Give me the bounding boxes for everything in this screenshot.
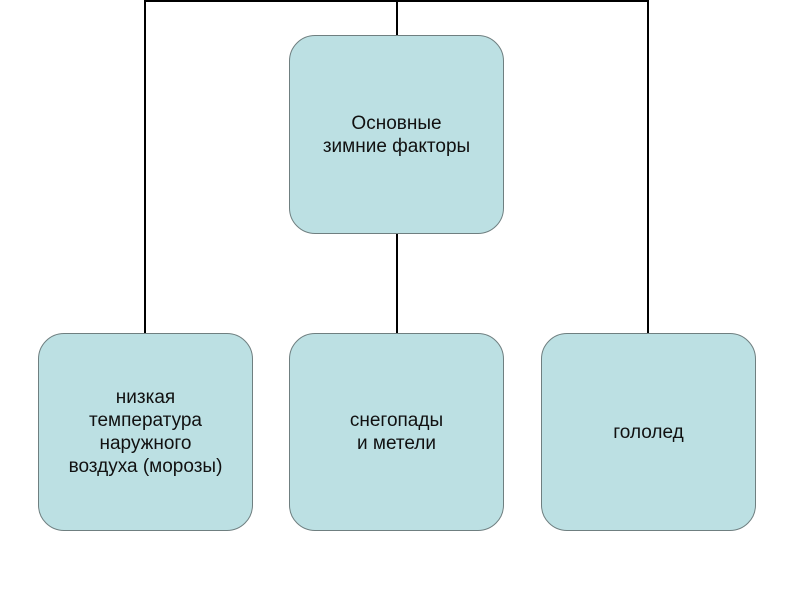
connector-left: [144, 0, 146, 334]
child-node-frost: низкая температура наружного воздуха (мо…: [38, 333, 253, 531]
connector-root-up: [396, 0, 398, 36]
child-node-ice: гололед: [541, 333, 756, 531]
child-node-snow: снегопады и метели: [289, 333, 504, 531]
connector-center: [396, 232, 398, 334]
root-node: Основные зимние факторы: [289, 35, 504, 234]
connector-right: [647, 0, 649, 334]
